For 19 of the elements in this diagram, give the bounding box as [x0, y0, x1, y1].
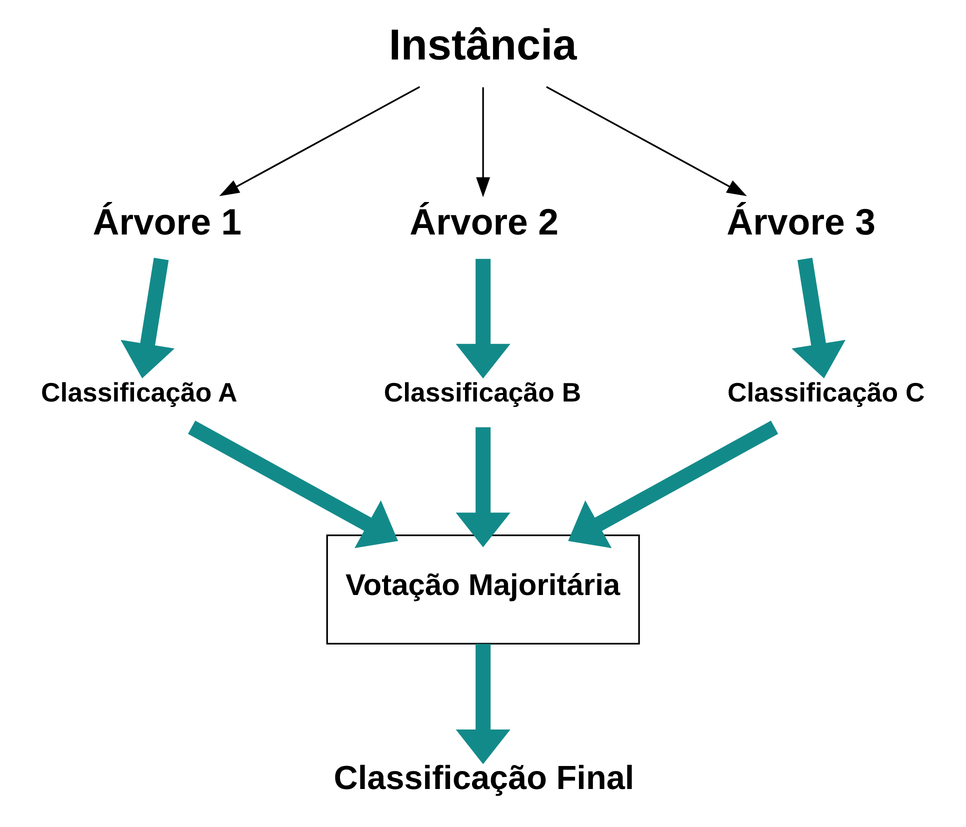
arrow — [455, 644, 510, 764]
node-text: Classificação A — [40, 377, 237, 408]
arrow — [218, 86, 420, 196]
arrow — [568, 420, 778, 548]
arrow — [120, 258, 174, 378]
arrow — [188, 420, 398, 548]
arrow — [455, 258, 510, 379]
arrow — [546, 86, 746, 196]
node-box: Votação Majoritária — [326, 534, 640, 645]
node-text: Árvore 3 — [726, 201, 876, 242]
node-text: Instância — [388, 22, 576, 70]
arrow — [476, 87, 490, 198]
arrow — [455, 427, 510, 548]
node-text: Classificação Final — [333, 760, 634, 797]
node-text: Classificação C — [726, 377, 924, 408]
node-text: Árvore 1 — [92, 201, 242, 242]
node-text: Classificação B — [383, 377, 581, 408]
arrow — [791, 258, 846, 378]
node-text: Árvore 2 — [409, 201, 558, 242]
